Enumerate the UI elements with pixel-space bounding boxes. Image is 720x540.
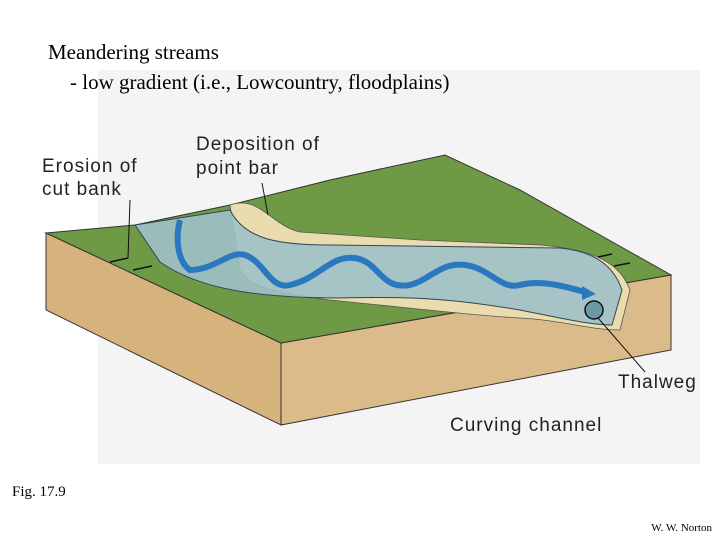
erosion-arrow-icon <box>109 257 129 263</box>
slide-subtitle: - low gradient (i.e., Lowcountry, floodp… <box>70 70 450 94</box>
deposition-leader-line <box>261 182 269 216</box>
bank-arrow-icon <box>613 262 631 267</box>
bank-arrow-icon <box>597 253 613 258</box>
thalweg-leader-line <box>597 317 646 373</box>
erosion-leader-line <box>127 199 131 259</box>
credit: W. W. Norton <box>651 522 712 534</box>
label-erosion-line1: Erosion of <box>42 156 138 177</box>
slide-title: Meandering streams <box>48 40 219 64</box>
channel-water <box>134 209 623 326</box>
label-curving-channel: Curving channel <box>450 415 603 436</box>
thalweg-flow-path <box>174 219 586 295</box>
label-deposition-line2: point bar <box>196 158 279 179</box>
label-thalweg: Thalweg <box>618 372 697 393</box>
thalweg-eddy-icon <box>584 300 604 320</box>
label-deposition-line1: Deposition of <box>196 134 320 155</box>
erosion-arrow-icon <box>132 265 153 271</box>
flow-arrow-icon <box>582 286 596 300</box>
label-erosion-line2: cut bank <box>42 179 122 200</box>
figure-label: Fig. 17.9 <box>12 484 66 500</box>
